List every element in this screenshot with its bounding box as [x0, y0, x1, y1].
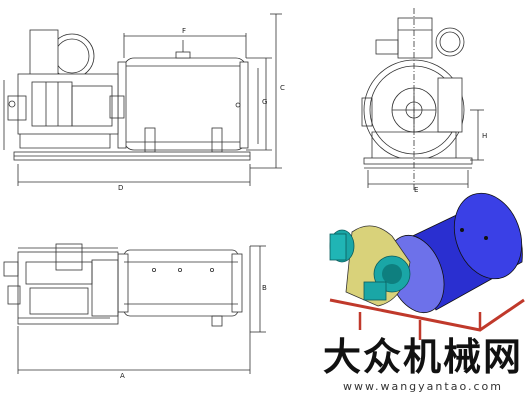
watermark-url: www.wangyantao.com	[343, 380, 503, 393]
top-view	[3, 243, 266, 374]
side-view	[361, 8, 484, 190]
front-view	[3, 13, 282, 186]
dim-label-e: E	[414, 186, 418, 194]
dim-label-c: C	[280, 84, 285, 92]
dim-label-h: H	[482, 132, 487, 140]
dim-label-g: G	[262, 98, 267, 106]
dim-label-d: D	[118, 184, 123, 192]
dim-label-f: F	[182, 27, 186, 35]
boiler-3d-render	[329, 192, 525, 340]
watermark-brand: 大众机械网	[322, 335, 523, 379]
dim-label-b: B	[262, 284, 267, 292]
dim-label-a: A	[120, 372, 125, 380]
